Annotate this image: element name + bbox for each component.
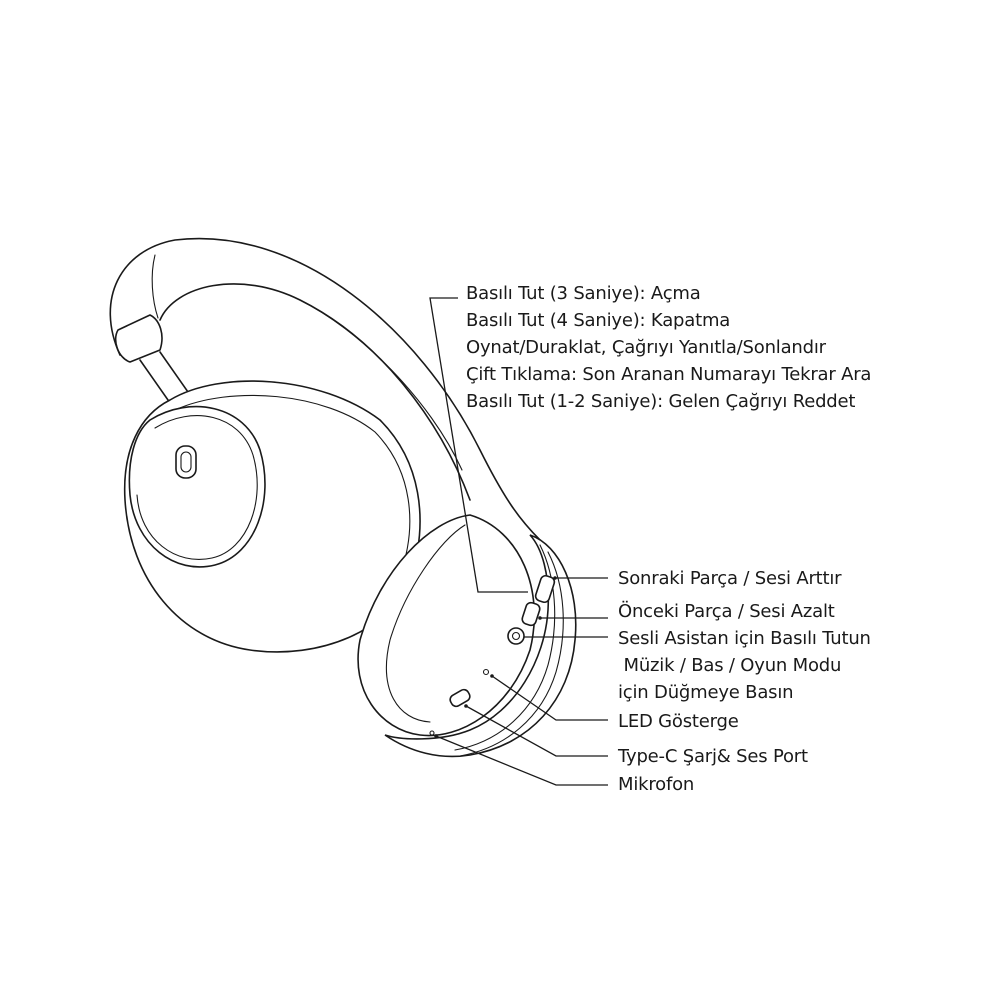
leader-led: [491, 675, 608, 721]
assistant-button-inner: [511, 631, 521, 641]
label-led: LED Gösterge: [618, 711, 739, 732]
label-play-pause: Oynat/Duraklat, Çağrıyı Yanıtla/Sonlandı…: [466, 337, 826, 358]
label-mic: Mikrofon: [618, 774, 695, 795]
usb-c-port-icon: [449, 688, 471, 708]
leader-prev-dot: [538, 616, 542, 620]
right-cup-cushion: [357, 514, 536, 737]
left-cup-panel: [128, 405, 266, 568]
label-prev-track: Önceki Parça / Sesi Azalt: [618, 601, 835, 622]
led-indicator-icon: [482, 668, 490, 676]
volume-up-button[interactable]: [534, 574, 556, 604]
right-cup-shell-band: [454, 544, 556, 751]
headband-ridge-2: [299, 299, 463, 471]
leader-usb-c: [465, 705, 608, 757]
left-cup-slot-icon: [175, 445, 197, 479]
label-next-track: Sonraki Parça / Sesi Arttır: [618, 568, 842, 589]
label-assistant-2: Müzik / Bas / Oyun Modu: [618, 655, 842, 676]
leader-mic-dot: [434, 734, 438, 738]
left-cup-slot-inner: [180, 451, 192, 473]
volume-down-button[interactable]: [521, 601, 541, 627]
label-assistant-1: Sesli Asistan için Basılı Tutun: [618, 628, 871, 649]
microphone-icon: [429, 730, 435, 736]
headband-outer: [109, 237, 541, 541]
leader-led-dot: [490, 674, 494, 678]
label-assistant-3: için Düğmeye Basın: [618, 682, 794, 703]
left-slider: [114, 314, 163, 363]
leader-mic: [435, 735, 608, 786]
assistant-button[interactable]: [507, 627, 525, 645]
label-usb-c: Type-C Şarj& Ses Port: [618, 746, 808, 767]
label-redial: Çift Tıklama: Son Aranan Numarayı Tekrar…: [466, 364, 872, 385]
label-reject-call: Basılı Tut (1-2 Saniye): Gelen Çağrıyı R…: [466, 391, 856, 412]
leader-usb-dot: [464, 704, 468, 708]
left-cup-panel-inner: [136, 415, 258, 560]
label-power-off: Basılı Tut (4 Saniye): Kapatma: [466, 310, 731, 331]
leader-power: [429, 297, 528, 593]
headband-ridge: [151, 254, 159, 319]
left-cup-rim: [174, 394, 411, 576]
label-power-on: Basılı Tut (3 Saniye): Açma: [466, 283, 701, 304]
leader-next-dot: [553, 576, 557, 580]
right-cup-cushion-inner: [385, 524, 466, 723]
right-cup-shell-band-2: [459, 551, 564, 757]
